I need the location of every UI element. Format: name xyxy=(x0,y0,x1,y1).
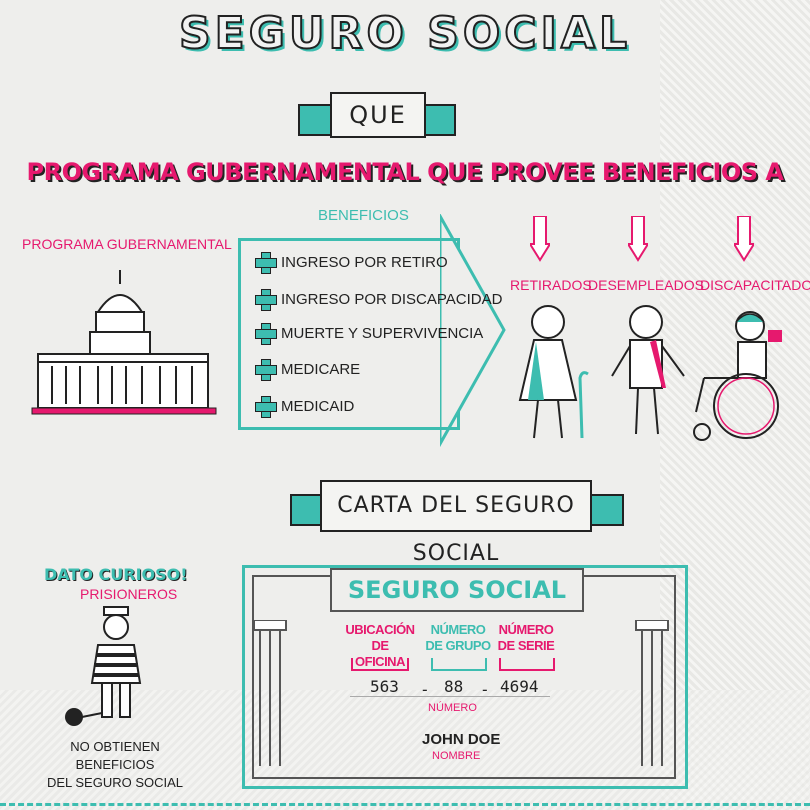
column-left-icon xyxy=(253,620,287,766)
government-label: PROGRAMA GUBERNAMENTAL xyxy=(22,236,232,252)
carta-banner: CARTA DEL SEGURO SOCIAL xyxy=(320,480,592,566)
benefit-item: MUERTE Y SUPERVIVENCIA xyxy=(255,323,483,345)
page-title: SEGURO SOCIAL xyxy=(178,7,632,60)
capitol-building-icon xyxy=(31,270,217,415)
recipient-label-retirados: RETIRADOS xyxy=(510,277,592,293)
prisoner-icon xyxy=(65,606,142,726)
plus-icon xyxy=(255,289,277,311)
benefits-header: BENEFICIOS xyxy=(318,207,409,224)
plus-icon xyxy=(255,252,277,274)
card-brackets xyxy=(351,658,555,671)
benefits-arrow-body xyxy=(238,238,457,430)
benefit-item: INGRESO POR DISCAPACIDAD xyxy=(255,289,502,311)
benefit-item: INGRESO POR RETIRO xyxy=(255,252,448,274)
headline: PROGRAMA GUBERNAMENTAL QUE PROVEE BENEFI… xyxy=(26,158,785,186)
benefit-item: MEDICAID xyxy=(255,396,354,418)
recipient-label-desempleados: DESEMPLEADOS xyxy=(588,277,704,293)
ssn-sep-2: - xyxy=(480,680,490,699)
benefit-item: MEDICARE xyxy=(255,359,360,381)
card-title: SEGURO SOCIAL xyxy=(330,568,584,612)
social-security-card xyxy=(242,565,688,789)
unemployed-person-icon xyxy=(611,305,685,435)
plus-icon xyxy=(255,359,277,381)
plus-icon xyxy=(255,396,277,418)
que-banner: QUE xyxy=(330,92,426,138)
wheelchair-person-icon xyxy=(693,311,782,441)
number-underline xyxy=(350,696,550,697)
recipient-label-discapacitados: DISCAPACITADOS xyxy=(700,277,810,293)
down-arrow-icon xyxy=(530,216,550,262)
plus-icon xyxy=(255,323,277,345)
down-arrow-icon xyxy=(734,216,754,262)
ssn-group: 88 xyxy=(444,677,464,696)
fun-fact-title: DATO CURIOSO! xyxy=(44,565,188,584)
card-name: JOHN DOE xyxy=(422,731,501,748)
fun-fact-subtitle: PRISIONEROS xyxy=(80,586,178,602)
column-right-icon xyxy=(635,620,669,766)
ssn-office: 563 xyxy=(370,677,399,696)
retired-person-icon xyxy=(518,305,589,439)
name-label: NOMBRE xyxy=(432,750,481,762)
down-arrow-icon xyxy=(628,216,648,262)
arrow-head-icon xyxy=(440,214,506,448)
ssn-serial: 4694 xyxy=(500,677,539,696)
fun-fact-text: NO OBTIENEN BENEFICIOS DEL SEGURO SOCIAL xyxy=(46,739,184,790)
dashed-border xyxy=(0,803,810,806)
ssn-sep-1: - xyxy=(420,680,430,699)
number-label: NÚMERO xyxy=(428,702,477,714)
